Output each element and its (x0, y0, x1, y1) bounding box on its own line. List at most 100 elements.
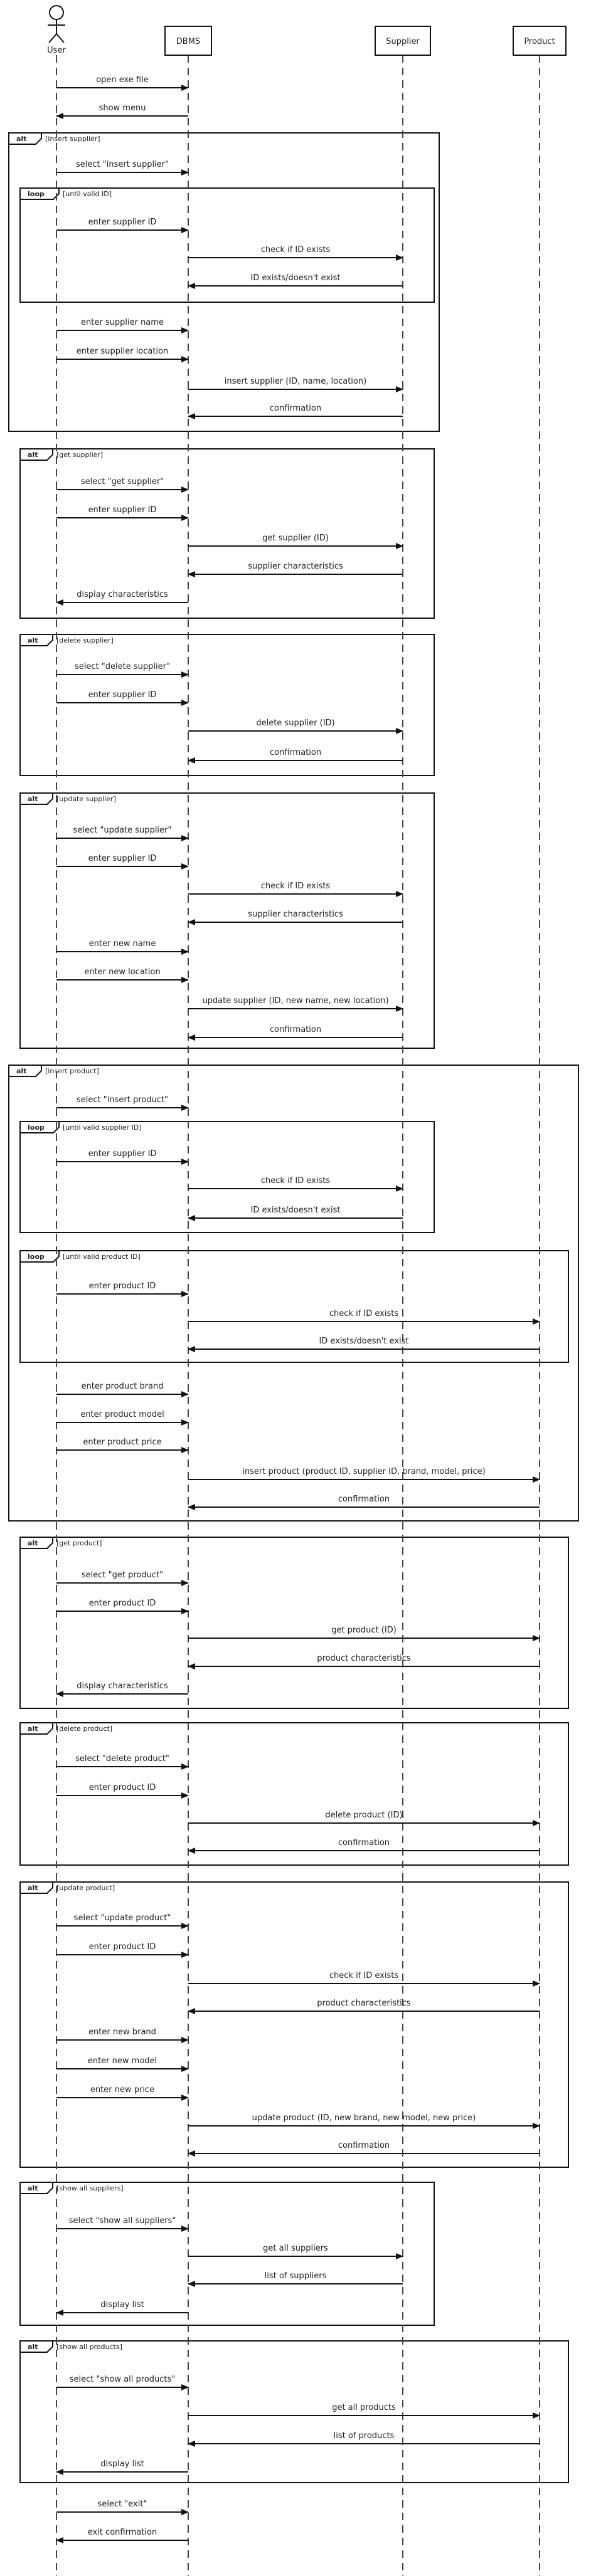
message-label: check if ID exists (261, 1176, 330, 1185)
message-label: enter product model (80, 1410, 164, 1419)
message-label: insert supplier (ID, name, location) (225, 377, 366, 386)
message-label: select "exit" (98, 2500, 147, 2509)
fragment-alt: alt [insert product] (8, 1065, 579, 1522)
fragment-alt: alt[insert supplier] (8, 132, 440, 432)
message: select "update product" (56, 1913, 189, 1929)
message: enter supplier ID (56, 1149, 189, 1165)
message: list of products (188, 2431, 540, 2447)
message: confirmation (188, 748, 403, 764)
fragment-frame (19, 792, 435, 1049)
message: confirmation (188, 1838, 540, 1854)
message-label: delete supplier (ID) (256, 718, 334, 728)
fragment-operator: alt (28, 1725, 38, 1733)
message: confirmation (188, 2141, 540, 2157)
message: confirmation (188, 404, 403, 419)
message: enter supplier ID (56, 505, 189, 521)
message-label: enter supplier location (77, 347, 169, 356)
message-label: select "delete supplier" (75, 662, 170, 671)
message-label: select "insert supplier" (76, 160, 169, 169)
message-label: confirmation (270, 748, 321, 757)
message-label: enter product price (83, 1438, 161, 1447)
message-label: open exe file (96, 75, 149, 85)
participant-box-supplier (375, 26, 431, 56)
message-label: display characteristics (77, 1681, 168, 1691)
message-label: confirmation (338, 2141, 390, 2150)
fragment-guard: [delete supplier] (56, 636, 114, 644)
fragment-alt: alt [show all products] (19, 2340, 569, 2483)
message: select "exit" (56, 2500, 189, 2515)
fragment-operator-tab (19, 1121, 60, 1133)
message: select "insert supplier" (56, 160, 189, 176)
fragment-operator-tab (8, 132, 42, 145)
fragment-guard: [show all suppliers] (56, 2184, 124, 2192)
message: update product (ID, new brand, new model… (188, 2113, 540, 2129)
message-label: get all products (332, 2403, 396, 2412)
message: show menu (56, 103, 188, 119)
fragment-operator: alt (16, 1067, 26, 1075)
message: check if ID exists (188, 1971, 540, 1987)
fragment-frame (19, 1250, 569, 1363)
fragment-frame (19, 2182, 435, 2326)
message-label: select "insert product" (77, 1095, 168, 1105)
fragment-frame (19, 1537, 569, 1709)
message-label: display list (100, 2459, 144, 2469)
message-label: select "show all products" (70, 2375, 176, 2384)
message-label: ID exists/doesn't exist (319, 1337, 408, 1346)
message-label: confirmation (338, 1495, 390, 1504)
fragment-guard: [insert supplier] (45, 135, 100, 143)
message: enter supplier location (56, 347, 189, 362)
message-label: check if ID exists (329, 1309, 398, 1318)
fragment-guard: [until valid ID] (63, 190, 112, 198)
message: get all suppliers (188, 2244, 403, 2259)
participant-label-user: User (47, 46, 66, 55)
message: enter new name (56, 939, 189, 955)
fragment-guard: [until valid supplier ID] (63, 1123, 142, 1132)
message: product characteristics (188, 1654, 540, 1669)
message-label: enter product ID (89, 1783, 156, 1792)
message: display list (56, 2459, 188, 2475)
message: get product (ID) (188, 1626, 540, 1641)
message: display characteristics (56, 590, 188, 606)
fragment-frame (19, 1881, 569, 2168)
message-label: enter product ID (89, 1281, 156, 1291)
fragment-guard: [until valid product ID] (63, 1253, 141, 1261)
fragment-alt: alt[update supplier] (19, 792, 435, 1049)
message-label: enter supplier name (81, 318, 164, 327)
message-label: check if ID exists (261, 245, 330, 255)
message: confirmation (188, 1495, 540, 1510)
message-label: confirmation (338, 1838, 390, 1848)
message-label: enter product ID (89, 1942, 156, 1952)
message-label: check if ID exists (261, 881, 330, 891)
message: display characteristics (56, 1681, 188, 1697)
message-label: enter new brand (88, 2027, 156, 2037)
fragment-operator-tab (8, 1065, 42, 1077)
message-label: enter product ID (89, 1599, 156, 1608)
fragment-frame (19, 1722, 569, 1866)
message: list of suppliers (188, 2271, 403, 2287)
message: enter product brand (56, 1382, 189, 1397)
fragment-operator-tab (19, 634, 53, 646)
fragment-guard: [show all products] (56, 2343, 122, 2351)
fragment-alt: alt[get product] (19, 1537, 569, 1709)
message: get supplier (ID) (188, 534, 403, 549)
message: delete supplier (ID) (188, 718, 403, 734)
message-label: show menu (99, 103, 146, 113)
message-label: enter supplier ID (88, 1149, 157, 1159)
message-label: confirmation (270, 404, 321, 413)
fragment-guard: [insert product] (45, 1067, 99, 1075)
message: select "get supplier" (56, 477, 189, 493)
message-label: check if ID exists (329, 1971, 398, 1980)
fragment-frame (19, 634, 435, 776)
fragment-frame (19, 2340, 569, 2483)
fragment-operator: alt (28, 2184, 38, 2192)
message: ID exists/doesn't exist (188, 273, 403, 289)
message: display list (56, 2300, 188, 2316)
fragment-operator: loop (28, 190, 45, 198)
message: enter product price (56, 1438, 189, 1453)
message: open exe file (56, 75, 189, 91)
fragment-operator: alt (28, 2343, 38, 2351)
message-label: select "delete product" (75, 1754, 169, 1764)
message: insert supplier (ID, name, location) (188, 377, 403, 392)
message-label: select "update supplier" (73, 826, 172, 835)
